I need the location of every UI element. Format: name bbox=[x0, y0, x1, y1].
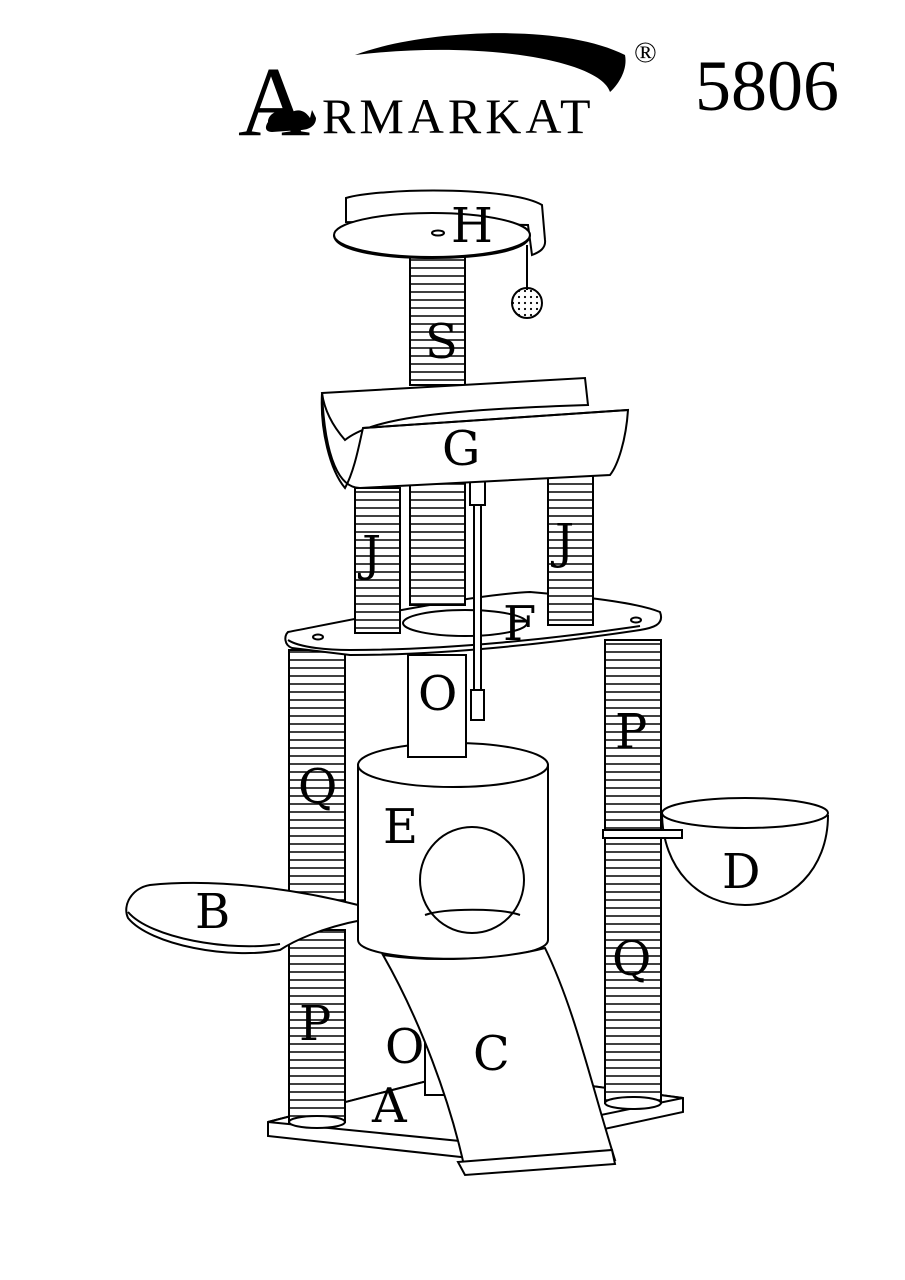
label-c: C bbox=[473, 1026, 510, 1082]
ramp-c bbox=[381, 946, 617, 1177]
post-p-upper-right bbox=[604, 639, 662, 831]
condo-entry-hole bbox=[419, 826, 525, 934]
model-number: 5806 bbox=[695, 46, 839, 126]
post-j-center bbox=[409, 469, 466, 606]
label-p-upper: P bbox=[615, 704, 647, 760]
label-e: E bbox=[383, 799, 418, 855]
logo-big-letter: A bbox=[238, 46, 310, 157]
label-o-lower: O bbox=[385, 1019, 424, 1075]
label-j-right: J bbox=[550, 514, 574, 570]
logo-wordmark: RMARKAT bbox=[322, 88, 594, 144]
label-o-upper: O bbox=[418, 666, 457, 722]
platform-b bbox=[125, 881, 364, 955]
label-j-left: J bbox=[357, 526, 381, 582]
top-perch-h bbox=[333, 189, 547, 260]
label-g: G bbox=[442, 421, 480, 477]
label-h: H bbox=[451, 198, 493, 254]
hammock-g bbox=[320, 376, 630, 490]
spring-rod bbox=[469, 479, 486, 721]
brand-logo: A RMARKAT ® 5806 bbox=[238, 33, 839, 157]
logo-swoosh bbox=[355, 33, 626, 92]
label-s: S bbox=[425, 314, 458, 370]
toy-ball bbox=[511, 245, 543, 319]
post-o-upper bbox=[407, 654, 467, 758]
label-a: A bbox=[371, 1078, 408, 1134]
condo-e bbox=[357, 742, 549, 960]
label-p-lower: P bbox=[299, 996, 331, 1052]
basket-d bbox=[602, 797, 829, 907]
label-f: F bbox=[503, 596, 536, 652]
label-b: B bbox=[195, 884, 230, 940]
registered-mark: ® bbox=[634, 36, 657, 69]
post-q-lower-right bbox=[604, 834, 662, 1110]
label-q-upper: Q bbox=[298, 759, 337, 815]
label-d: D bbox=[722, 844, 760, 900]
logo-cat-icon bbox=[265, 110, 316, 132]
label-q-lower: Q bbox=[612, 931, 651, 987]
post-j-left bbox=[354, 487, 401, 634]
